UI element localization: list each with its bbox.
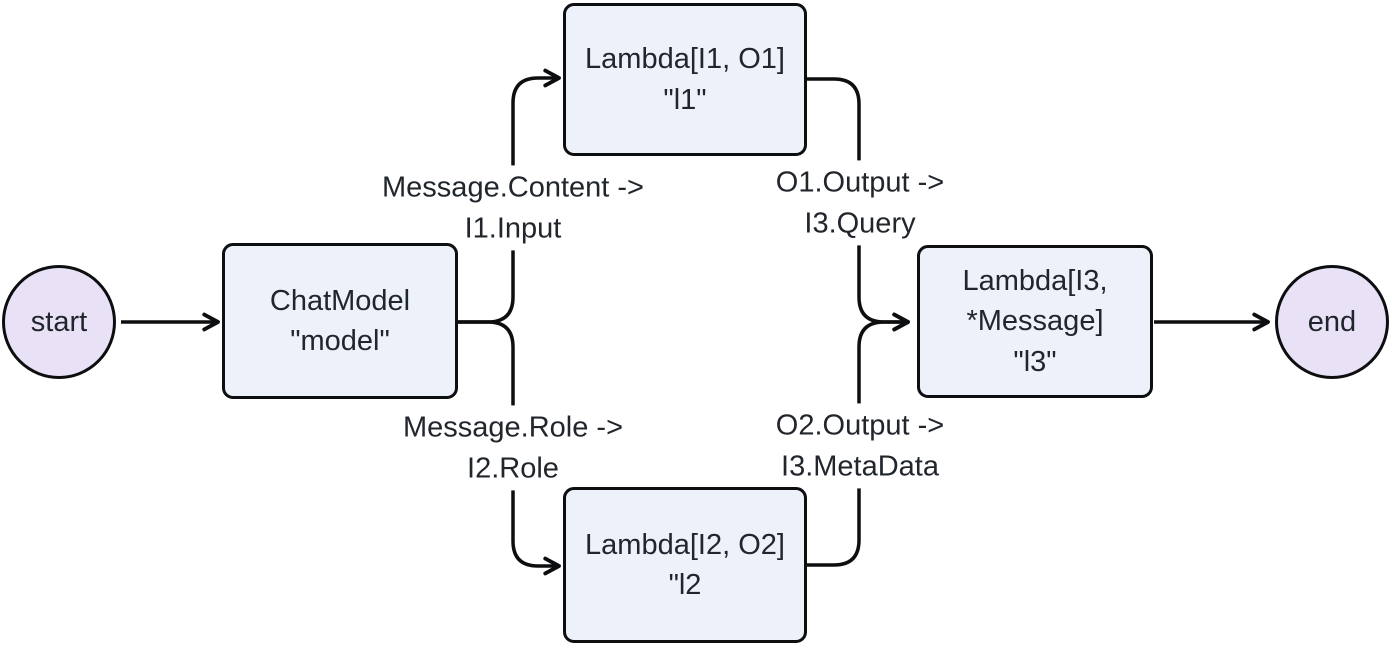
edge-label-line: Message.Content ->	[382, 171, 644, 204]
node-label-line: *Message]	[966, 305, 1104, 338]
node-lambda-l1: Lambda[I1, O1] "l1"	[563, 3, 807, 156]
node-label-line: "l1"	[663, 83, 707, 116]
edge-label-line: I1.Input	[464, 212, 562, 244]
edge-label-line: O1.Output ->	[775, 166, 945, 199]
edge-label-line: I2.Role	[467, 452, 559, 484]
node-label-line: ChatModel	[269, 284, 411, 317]
edge-label-model-to-l1: Message.Content -> I1.Input	[374, 165, 652, 251]
node-end: end	[1275, 265, 1389, 379]
node-start: start	[2, 265, 116, 379]
edge-label-line: I3.Query	[804, 207, 916, 239]
node-lambda-l2: Lambda[I2, O2] "l2	[563, 487, 807, 643]
node-label: end	[1307, 305, 1357, 338]
edge-label-l1-to-l3: O1.Output -> I3.Query	[767, 160, 953, 246]
edge-label-l2-to-l3: O2.Output -> I3.MetaData	[767, 403, 953, 489]
node-label: start	[30, 305, 88, 338]
node-label-line: Lambda[I1, O1]	[585, 43, 785, 76]
node-chatmodel: ChatModel "model"	[222, 243, 458, 399]
node-label-line: "l3"	[1013, 345, 1057, 378]
edge-label-line: O2.Output ->	[775, 409, 945, 442]
node-label-line: Lambda[I3,	[962, 265, 1108, 298]
node-label-line: "model"	[290, 325, 390, 357]
node-label-line: Lambda[I2, O2]	[585, 528, 785, 561]
edge-label-line: I3.MetaData	[781, 450, 939, 482]
edge-label-model-to-l2: Message.Role -> I2.Role	[394, 405, 632, 491]
edge-label-line: Message.Role ->	[402, 411, 624, 444]
node-label-line: "l2	[668, 569, 702, 601]
node-lambda-l3: Lambda[I3, *Message] "l3"	[917, 245, 1153, 398]
